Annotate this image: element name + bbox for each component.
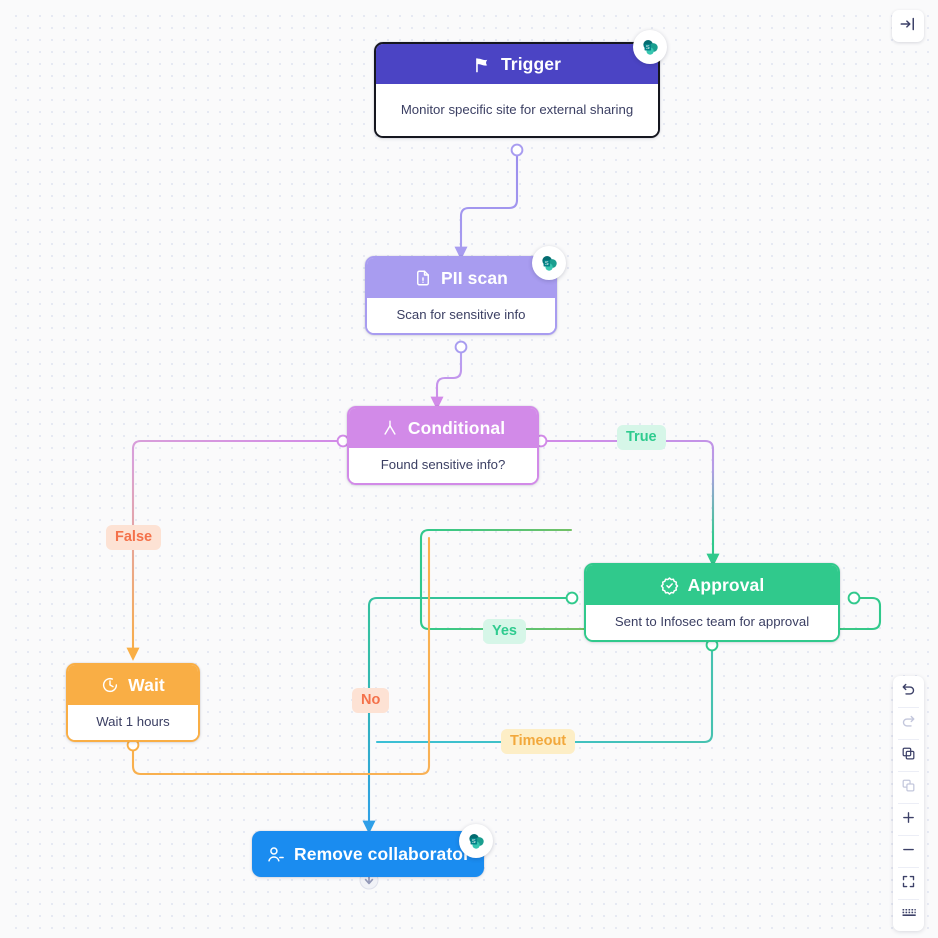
sharepoint-icon[interactable]: S [532, 246, 566, 280]
svg-text:S: S [645, 45, 649, 51]
node-approval-header: Approval [586, 565, 838, 605]
document-alert-icon [414, 269, 432, 287]
node-pii-scan-subtitle: Scan for sensitive info [367, 298, 555, 333]
copy-button[interactable] [893, 740, 924, 771]
toolbar-divider [898, 707, 919, 708]
svg-text:S: S [471, 839, 475, 845]
edge-label-no: No [352, 688, 390, 713]
copy-icon [901, 746, 916, 766]
node-approval-title: Approval [687, 574, 765, 595]
undo-button[interactable] [893, 676, 924, 707]
node-wait-subtitle: Wait 1 hours [68, 705, 198, 740]
branch-icon [381, 419, 399, 437]
toolbar-divider [898, 739, 919, 740]
node-approval-subtitle: Sent to Infosec team for approval [586, 605, 838, 640]
zoom-in-button[interactable] [893, 804, 924, 835]
node-trigger[interactable]: Trigger Monitor specific site for extern… [374, 42, 660, 138]
flag-icon [473, 55, 492, 74]
panel-collapse-icon [899, 15, 917, 38]
canvas-toolbar [893, 676, 924, 931]
sharepoint-icon[interactable]: S [633, 30, 667, 64]
node-remove-collaborator-title: Remove collaborator [294, 843, 470, 864]
node-wait-header: Wait [68, 665, 198, 705]
edge-label-yes: Yes [483, 619, 526, 644]
grid-icon [901, 907, 917, 925]
node-wait-title: Wait [128, 674, 165, 695]
toolbar-divider [898, 899, 919, 900]
clock-icon [101, 676, 119, 694]
edge-label-false: False [106, 525, 162, 550]
edge-label-true: True [617, 425, 666, 450]
paste-button[interactable] [893, 772, 924, 803]
verified-check-icon [660, 576, 679, 595]
sharepoint-glyph: S [642, 39, 658, 55]
undo-icon [901, 682, 916, 702]
redo-icon [901, 714, 916, 734]
fit-screen-icon [901, 874, 916, 894]
node-remove-collaborator-header: Remove collaborator [254, 833, 482, 875]
node-pii-scan[interactable]: PII scan Scan for sensitive info [365, 256, 557, 335]
node-conditional[interactable]: Conditional Found sensitive info? [347, 406, 539, 485]
toolbar-divider [898, 803, 919, 804]
node-conditional-subtitle: Found sensitive info? [349, 448, 537, 483]
sharepoint-icon[interactable]: S [459, 824, 493, 858]
collapse-panel-button[interactable] [892, 10, 924, 42]
node-trigger-title: Trigger [500, 53, 562, 74]
node-trigger-header: Trigger [376, 44, 658, 84]
edge-label-timeout: Timeout [501, 729, 576, 754]
node-remove-collaborator[interactable]: Remove collaborator [252, 831, 484, 877]
fit-view-button[interactable] [893, 868, 924, 899]
plus-icon [901, 810, 916, 830]
minus-icon [901, 842, 916, 862]
paste-icon [901, 778, 916, 798]
node-pii-scan-title: PII scan [441, 267, 508, 288]
sharepoint-glyph: S [541, 255, 557, 271]
node-wait[interactable]: Wait Wait 1 hours [66, 663, 200, 742]
person-minus-icon [266, 845, 285, 864]
grid-button[interactable] [893, 900, 924, 931]
sharepoint-glyph: S [468, 833, 484, 849]
node-approval[interactable]: Approval Sent to Infosec team for approv… [584, 563, 840, 642]
toolbar-divider [898, 867, 919, 868]
svg-text:S: S [544, 261, 548, 267]
zoom-out-button[interactable] [893, 836, 924, 867]
toolbar-divider [898, 771, 919, 772]
node-conditional-title: Conditional [407, 417, 506, 438]
toolbar-divider [898, 835, 919, 836]
node-pii-scan-header: PII scan [367, 258, 555, 298]
node-trigger-subtitle: Monitor specific site for external shari… [376, 84, 658, 136]
redo-button[interactable] [893, 708, 924, 739]
node-conditional-header: Conditional [349, 408, 537, 448]
